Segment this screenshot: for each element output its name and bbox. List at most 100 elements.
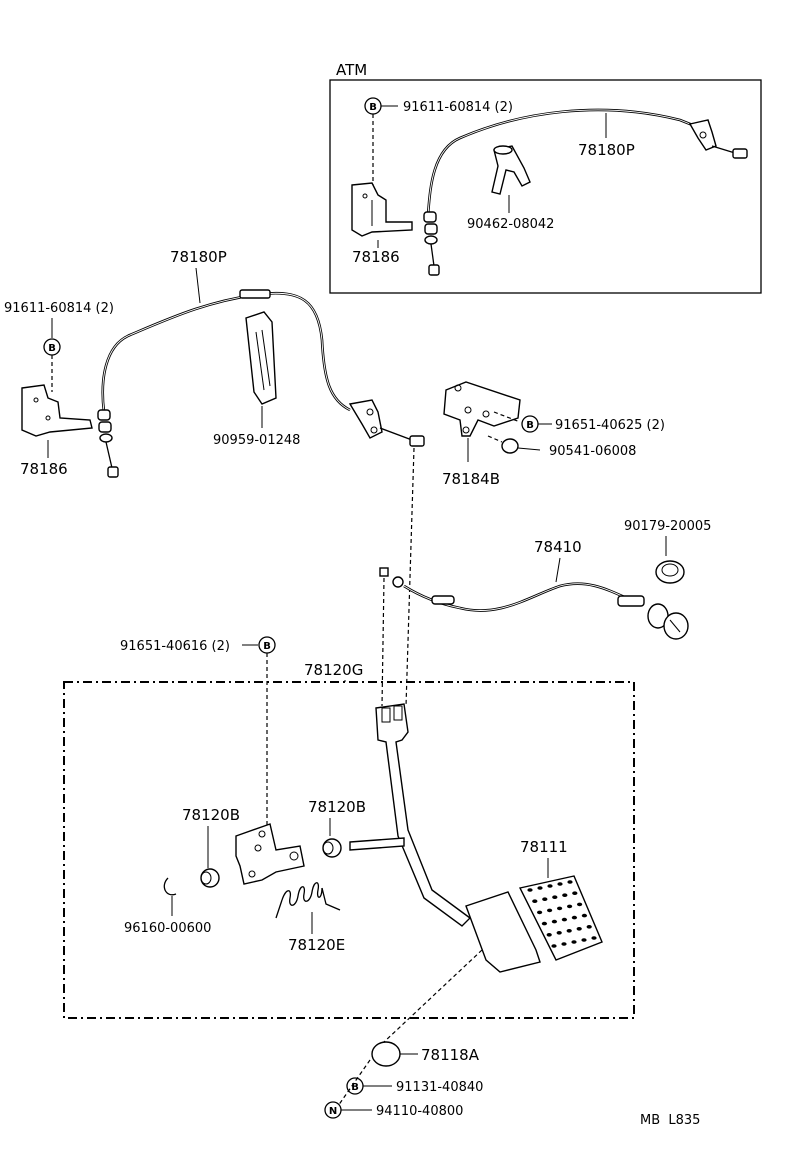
ring-part	[163, 877, 177, 896]
pad-grip-dot	[541, 921, 548, 926]
atm-cable-label: 78180P	[578, 141, 635, 159]
pad-grip-dot	[557, 906, 563, 911]
atm-group: ATM B 91611-60814 (2) 78186	[329, 61, 762, 294]
pad-grip-dot	[537, 910, 543, 915]
pad-grip-dot	[551, 944, 557, 948]
pad-grip-dot	[561, 917, 568, 922]
upper-cable-end-right	[348, 399, 425, 447]
middle-group: 90179-20005 78410 91651-40616 (2) B	[120, 519, 711, 826]
middle-cable-end-left	[379, 567, 455, 605]
stopper-part	[371, 1041, 401, 1067]
bushing-right-part	[322, 838, 342, 858]
atm-clamp-label: 90462-08042	[467, 217, 554, 232]
upper-clip-part	[245, 311, 277, 405]
atm-cable-end-right	[688, 119, 748, 159]
pad-grip-dot	[546, 933, 552, 937]
pad-grip-dot	[532, 899, 538, 903]
spring-label: 78120E	[288, 936, 345, 954]
footer-code: MB L835	[640, 1113, 700, 1128]
svg-text:B: B	[369, 102, 377, 113]
connector-line-middle	[381, 577, 385, 707]
bottom-bolt-label: 91131-40840	[396, 1080, 483, 1095]
pad-grip-dot	[547, 908, 553, 913]
ring-label: 96160-00600	[124, 921, 211, 936]
pedal-bracket-part	[235, 823, 305, 885]
svg-text:N: N	[329, 1106, 337, 1117]
middle-grommet-label: 90179-20005	[624, 519, 711, 534]
pad-grip-dot	[552, 895, 558, 899]
pad-grip-dot	[561, 942, 567, 946]
upper-bolt2-label: 91651-40625 (2)	[555, 418, 665, 433]
pad-grip-dot	[577, 902, 583, 907]
pivot-shaft-part	[349, 837, 405, 851]
bottom-group: 78118A B 91131-40840 N 94110-40800	[324, 949, 483, 1119]
bushing-left-label: 78120B	[182, 806, 240, 824]
pad-grip-dot	[576, 927, 582, 931]
svg-text:B: B	[526, 420, 534, 431]
pad-grip-dot	[556, 931, 562, 935]
bushing-left-part	[200, 868, 220, 888]
pad-grip-dot	[586, 925, 592, 929]
connector-line-upper	[405, 447, 415, 707]
svg-text:B: B	[48, 343, 56, 354]
middle-bolt-label: 91651-40616 (2)	[120, 639, 230, 654]
upper-support-label: 78184B	[442, 470, 500, 488]
atm-title: ATM	[336, 61, 367, 79]
upper-clip-label: 90959-01248	[213, 433, 300, 448]
stopper-label: 78118A	[421, 1046, 480, 1064]
atm-cable-line	[426, 108, 701, 216]
upper-cable-line	[101, 291, 351, 413]
middle-cable-label: 78410	[534, 538, 582, 556]
pad-grip-dot	[581, 938, 587, 942]
atm-bolt-label: 91611-60814 (2)	[403, 100, 513, 115]
pad-grip-dot	[551, 919, 558, 924]
middle-cable-end-right	[617, 595, 689, 640]
atm-bolt-marker: B	[364, 97, 382, 115]
upper-bolt2-marker: B	[521, 415, 539, 433]
upper-support-part	[443, 381, 521, 437]
pad-grip-dot	[571, 940, 577, 944]
atm-frame	[329, 79, 762, 294]
pad-grip-dot	[566, 929, 572, 933]
pad-grip-dot	[571, 915, 578, 920]
upper-cable-end-left	[97, 409, 119, 478]
upper-bolt-marker: B	[43, 338, 61, 356]
pedal-assembly-frame	[63, 681, 635, 1019]
upper-cable-label: 78180P	[170, 248, 227, 266]
pedal-assembly-title: 78120G	[304, 661, 363, 679]
upper-cushion-label: 90541-06008	[549, 444, 636, 459]
pad-grip-dot	[542, 897, 548, 901]
pad-grip-dot	[581, 913, 588, 918]
upper-bracket-part	[21, 384, 93, 437]
svg-text:B: B	[351, 1082, 359, 1093]
pad-grip-dot	[567, 880, 573, 884]
bottom-nut-label: 94110-40800	[376, 1104, 463, 1119]
pad-grip-dot	[527, 888, 533, 892]
atm-bracket-part	[351, 182, 413, 237]
pedal-arm-part	[375, 703, 472, 927]
bottom-nut-marker: N	[324, 1101, 342, 1119]
pad-grip-dot	[591, 936, 597, 940]
upper-bracket-label: 78186	[20, 460, 68, 478]
middle-grommet-part	[655, 560, 685, 584]
spring-part	[275, 882, 341, 919]
atm-clamp-part	[491, 145, 531, 195]
upper-cushion-part	[501, 438, 519, 454]
pad-grip-dot	[572, 891, 578, 895]
pad-grip-dot	[562, 893, 568, 897]
pedal-assembly-group: 78120G 78111 78120B	[63, 661, 635, 1019]
atm-bracket-label: 78186	[352, 248, 400, 266]
atm-cable-end-left	[423, 211, 440, 276]
middle-bolt-marker: B	[258, 636, 276, 654]
bottom-bolt-marker: B	[346, 1077, 364, 1095]
pad-grip-dot	[567, 904, 573, 909]
pad-grip-dot	[557, 882, 563, 886]
pedal-pad-label: 78111	[520, 838, 568, 856]
upper-group: 78180P 91611-60814 (2) B 78186	[4, 248, 665, 488]
svg-text:B: B	[263, 641, 271, 652]
pad-grip-dot	[537, 886, 543, 890]
bushing-right-label: 78120B	[308, 798, 366, 816]
pad-grip-dot	[547, 884, 553, 888]
upper-bolt-label: 91611-60814 (2)	[4, 301, 114, 316]
